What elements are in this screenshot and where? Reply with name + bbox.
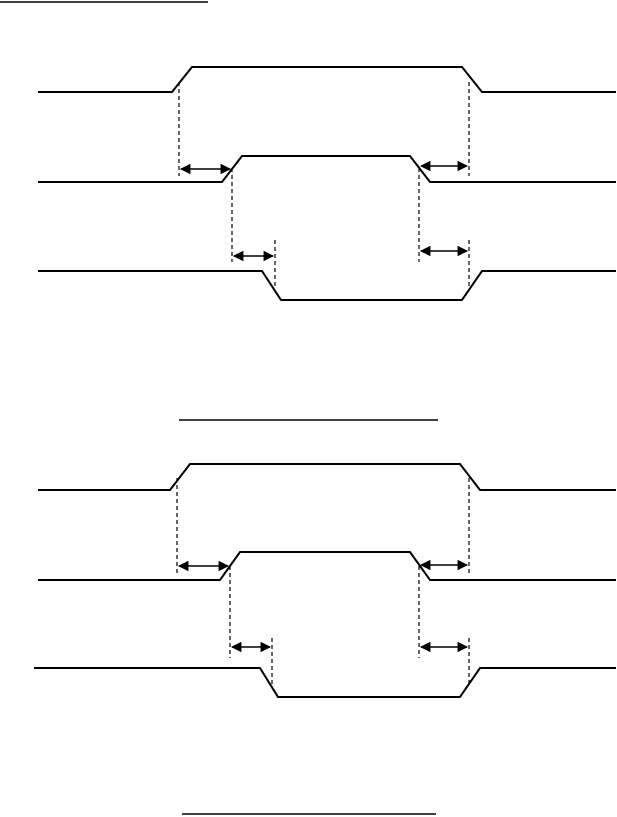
signal-3-waveform bbox=[38, 270, 616, 301]
signal-2-waveform bbox=[38, 551, 616, 581]
signal-1-waveform bbox=[38, 463, 616, 491]
signal-3-waveform bbox=[34, 667, 616, 698]
timing-panel-1 bbox=[38, 66, 616, 301]
timing-panel-2 bbox=[34, 463, 616, 698]
signal-1-waveform bbox=[38, 66, 616, 93]
signal-2-waveform bbox=[38, 155, 616, 183]
